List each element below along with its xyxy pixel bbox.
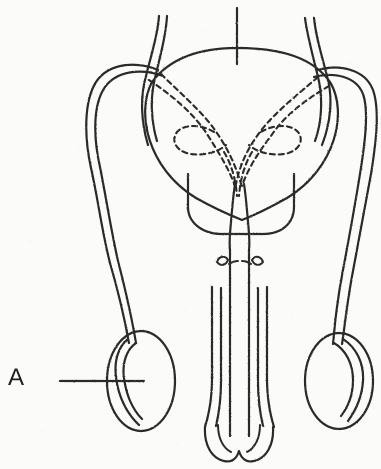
bladder-outline	[145, 48, 338, 220]
urethra-upper-right	[244, 184, 249, 250]
vas-deferens-right-outer	[318, 68, 377, 344]
glans	[205, 427, 273, 461]
seminal-vesicle-left	[174, 126, 226, 154]
bulbourethral-gland-left	[217, 257, 228, 265]
penis-shaft-inner-right	[258, 288, 263, 426]
bulbourethral-gland-right	[252, 257, 263, 265]
penis-shaft-inner-left	[216, 288, 221, 426]
dashed-duct-left-1	[161, 74, 241, 184]
dashed-duct-right-1	[236, 77, 318, 184]
seminal-vesicle-right	[249, 126, 301, 154]
vas-deferens-right-inner	[314, 75, 366, 344]
penis-shaft-outer-left	[205, 287, 212, 427]
penis-shaft-outer-right	[267, 287, 274, 427]
dashed-duct-left-2	[149, 80, 235, 186]
label-a: A	[8, 366, 24, 390]
ureter-right	[314, 18, 330, 145]
